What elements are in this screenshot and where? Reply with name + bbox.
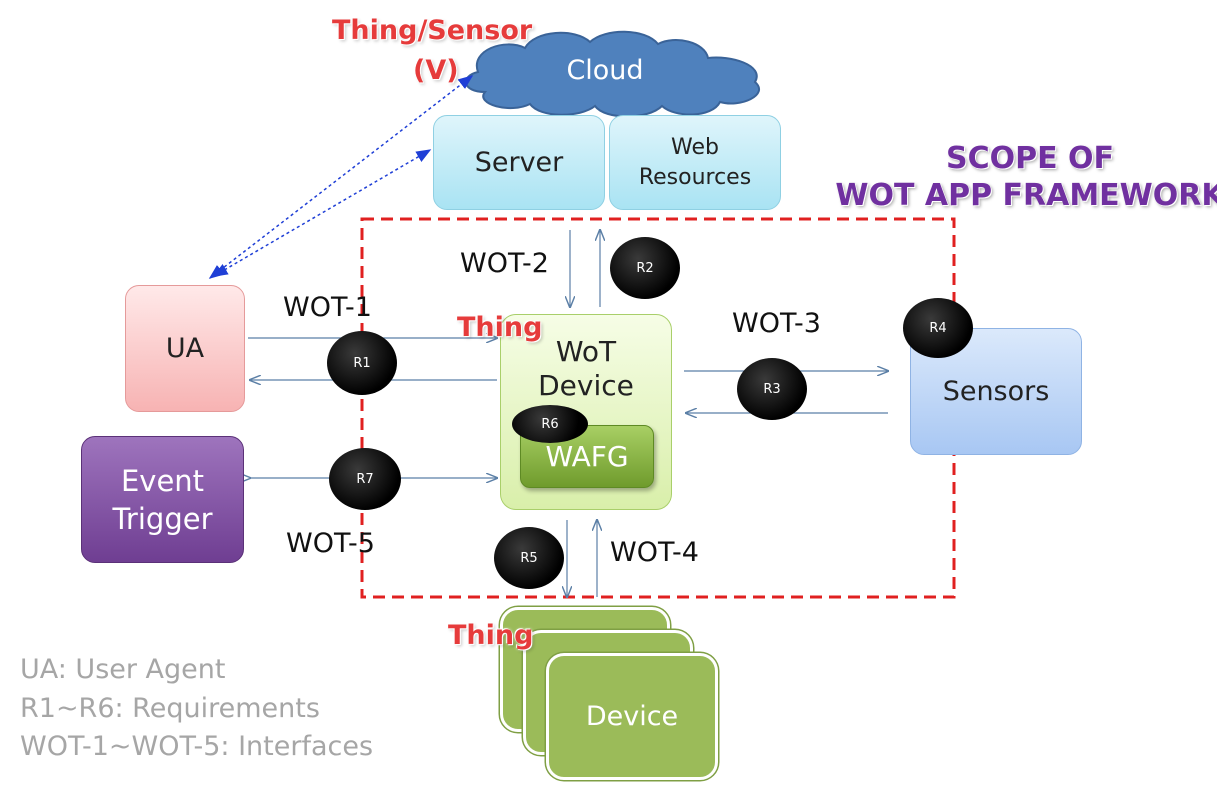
user-agent-box: UA <box>125 285 245 412</box>
thing-sensor-label: Thing/Sensor <box>332 15 533 46</box>
thing-sensor-v-label: (V) <box>413 55 459 86</box>
requirement-r5: R5 <box>494 527 564 589</box>
interface-wot3: WOT-3 <box>732 308 821 339</box>
legend-item-requirements: R1~R6: Requirements <box>20 692 320 724</box>
sensors-label: Sensors <box>942 376 1050 407</box>
requirement-r6: R6 <box>512 405 588 443</box>
web-resources-line1: Web <box>671 134 719 160</box>
device-box: Device <box>546 653 718 780</box>
scope-title: SCOPE OF WOT APP FRAMEWORK <box>830 140 1217 214</box>
wot-device-line1: WoT <box>555 335 617 368</box>
interface-wot5: WOT-5 <box>286 528 375 559</box>
web-resources-box: Web Resources <box>609 115 781 210</box>
device-label: Device <box>585 701 679 732</box>
interface-wot1: WOT-1 <box>283 292 372 323</box>
requirement-r1: R1 <box>327 331 397 395</box>
user-agent-label: UA <box>165 333 205 364</box>
interface-wot2: WOT-2 <box>460 248 549 279</box>
wafg-label: WAFG <box>545 440 629 473</box>
interface-wot4: WOT-4 <box>610 537 699 568</box>
wot-device-line2: Device <box>538 369 634 402</box>
server-box: Server <box>433 115 605 210</box>
requirement-r7: R7 <box>329 448 401 510</box>
ua-server-link <box>212 149 432 277</box>
cloud-shape <box>465 30 760 118</box>
requirement-r2: R2 <box>610 237 680 299</box>
legend: UA: User Agent R1~R6: Requirements WOT-1… <box>20 651 373 767</box>
thing-label-devices: Thing <box>448 620 534 651</box>
scope-title-line2: WOT APP FRAMEWORK <box>835 178 1217 213</box>
wafg-box: WAFG <box>520 425 654 488</box>
scope-title-line1: SCOPE OF <box>945 141 1115 176</box>
web-resources-line2: Resources <box>638 164 752 190</box>
requirement-r4: R4 <box>903 298 973 358</box>
cloud-label: Cloud <box>566 55 644 86</box>
thing-label-wot-device: Thing <box>457 312 543 343</box>
event-trigger-line1: Event <box>120 463 205 498</box>
event-trigger-line2: Trigger <box>112 501 213 536</box>
wot-device-label: WoT Device <box>500 335 672 403</box>
event-trigger-box: Event Trigger <box>81 436 244 563</box>
requirement-r3: R3 <box>737 358 807 420</box>
legend-item-ua: UA: User Agent <box>20 654 226 685</box>
server-label: Server <box>474 147 564 178</box>
legend-item-interfaces: WOT-1~WOT-5: Interfaces <box>20 731 374 762</box>
